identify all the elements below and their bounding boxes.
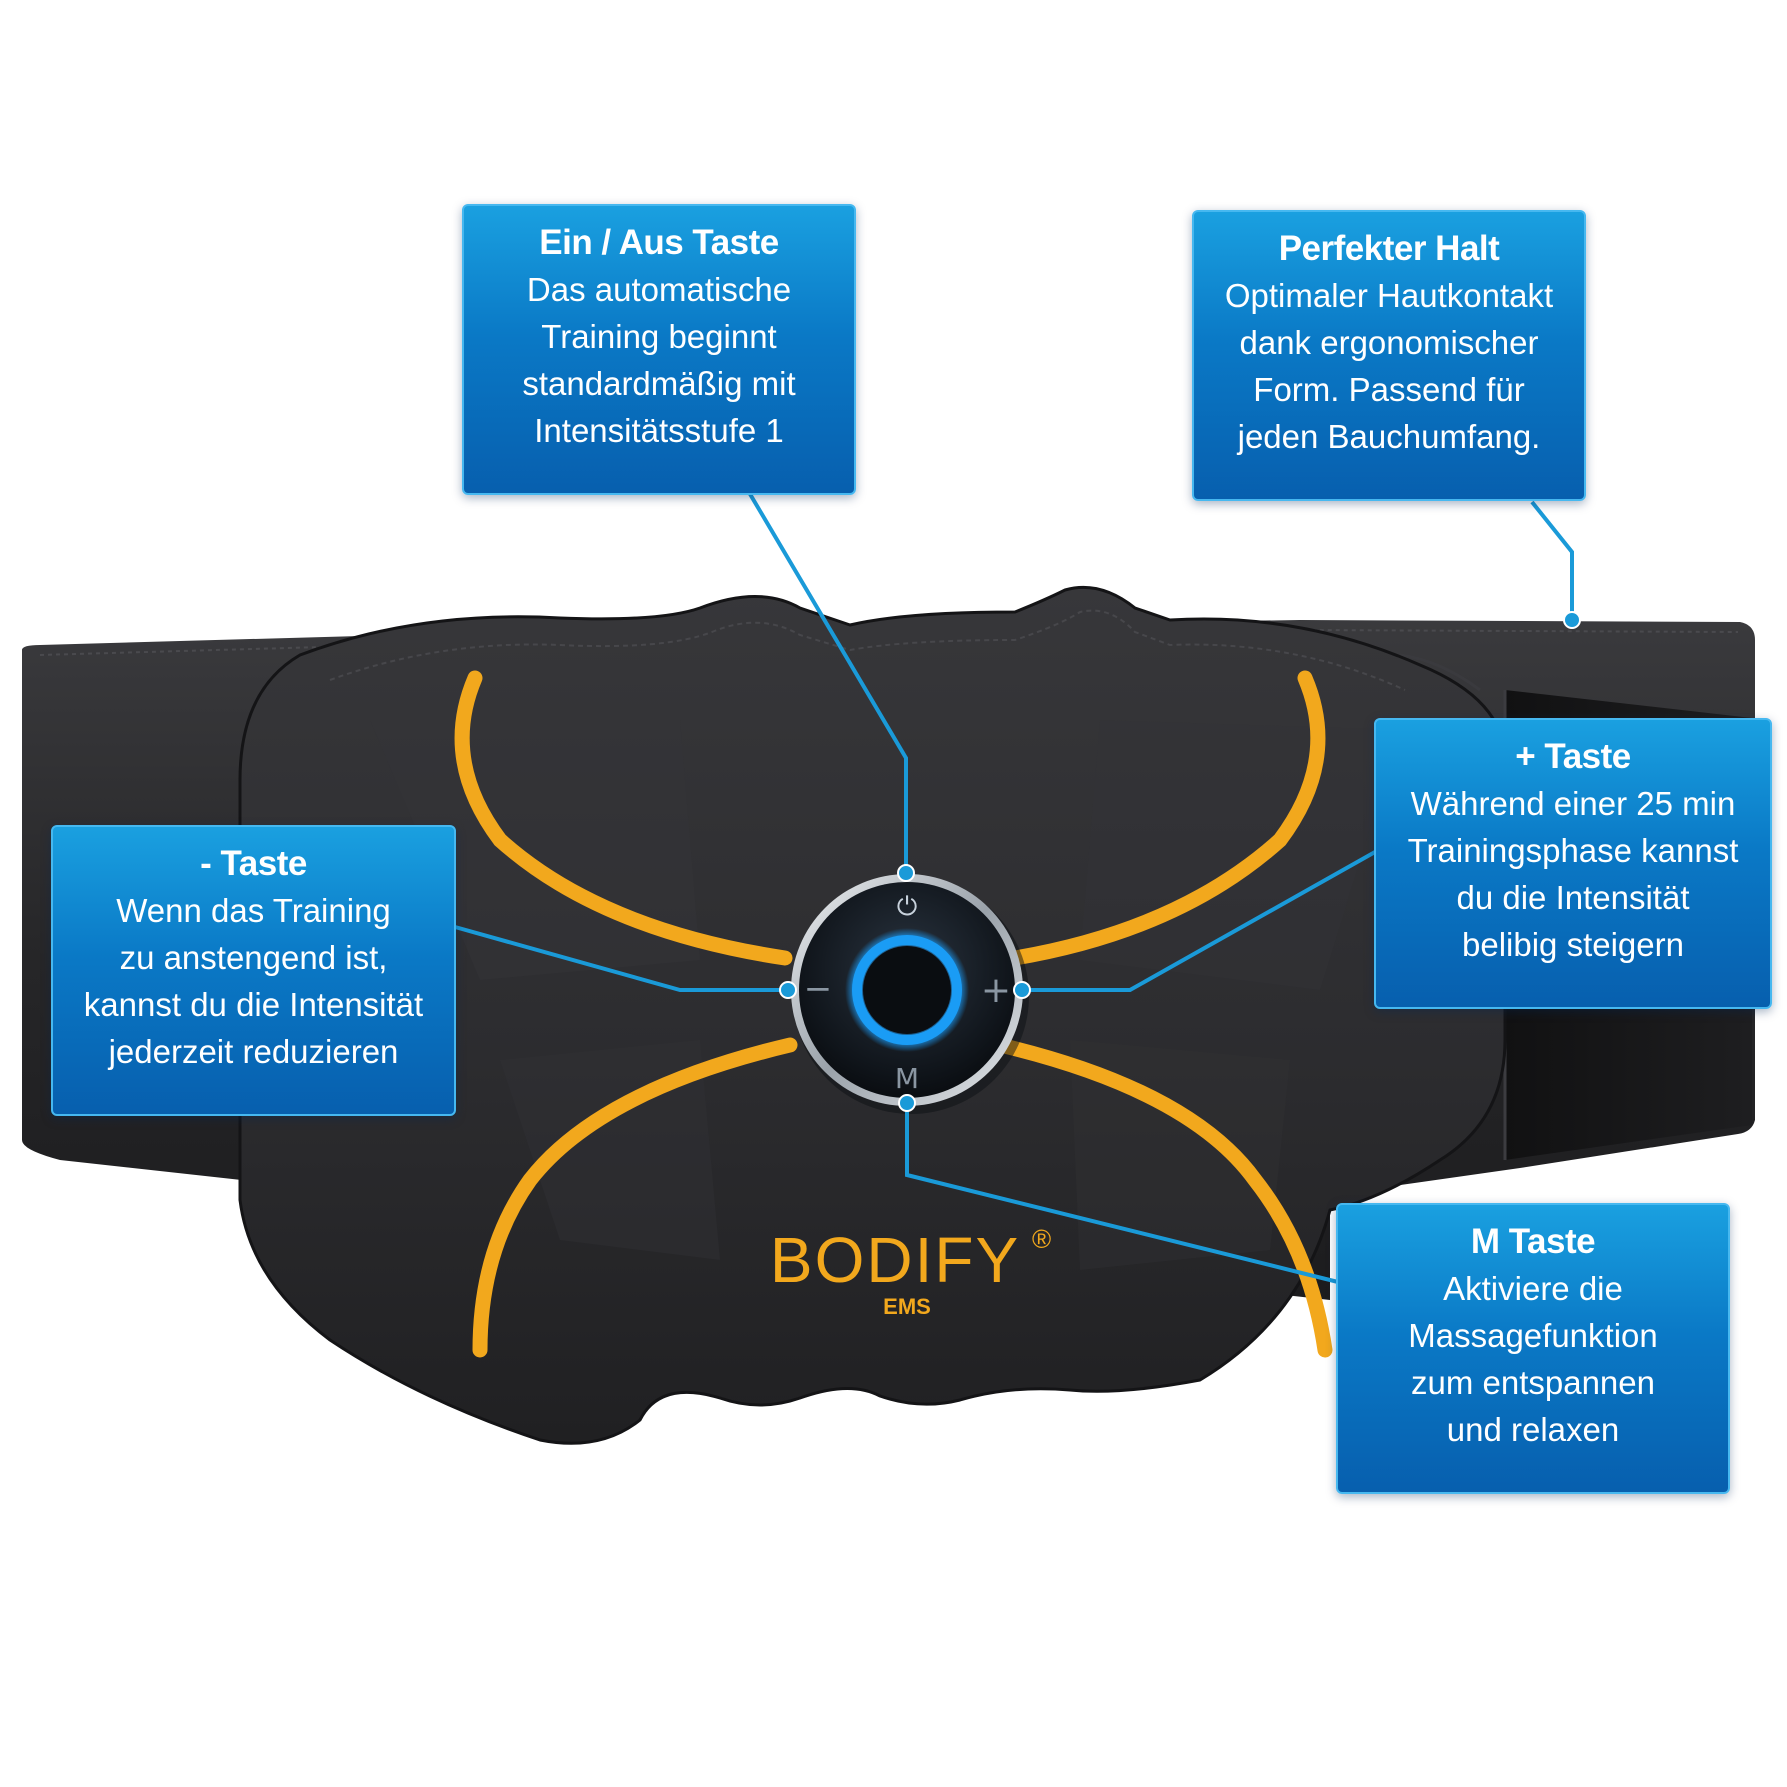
leader-plus — [1022, 850, 1376, 992]
callout-body: Optimaler Hautkontakt dank ergonomischer… — [1202, 272, 1576, 460]
callout-title: M Taste — [1470, 1222, 1596, 1261]
callout-mode-button: M Taste Aktiviere die Massagefunktion zu… — [1336, 1203, 1730, 1494]
electrode-stripes — [454, 670, 1333, 1358]
leader-mode — [905, 1103, 1339, 1284]
callout-body: Wenn das Training zu anstengend ist, kan… — [61, 887, 446, 1075]
callout-title: Perfekter Halt — [1278, 229, 1500, 268]
callout-minus-button: - Taste Wenn das Training zu anstengend … — [51, 825, 456, 1116]
callout-plus-button: + Taste Während einer 25 min Trainingsph… — [1374, 718, 1772, 1009]
plus-button[interactable]: + — [981, 970, 1011, 1011]
callout-line: und relaxen — [1446, 1411, 1620, 1448]
brand-sub: EMS — [883, 1294, 931, 1319]
leader-lines — [454, 492, 1574, 1284]
callout-line: Wenn das Training — [116, 892, 391, 929]
callout-line: dank ergonomischer — [1239, 324, 1539, 361]
callout-line: Form. Passend für — [1253, 371, 1525, 408]
callout-line: Massagefunktion — [1408, 1317, 1658, 1354]
callout-line: Optimaler Hautkontakt — [1224, 277, 1554, 314]
callout-line: kannst du die Intensität — [83, 986, 424, 1023]
leader-power — [748, 492, 908, 873]
leader-dots — [779, 611, 1581, 1112]
minus-button[interactable]: − — [804, 969, 833, 1009]
brand-registered-mark: ® — [1032, 1224, 1051, 1254]
callout-fit: Perfekter Halt Optimaler Hautkontakt dan… — [1192, 210, 1586, 501]
callout-line: zu anstengend ist, — [119, 939, 388, 976]
callout-line: standardmäßig mit — [522, 365, 796, 402]
callout-line: Das automatische — [526, 271, 792, 308]
callout-line: Intensitätsstufe 1 — [534, 412, 784, 449]
leader-halt — [1530, 500, 1574, 620]
callout-line: Während einer 25 min — [1410, 785, 1736, 822]
brand-logo: BODIFY ® EMS — [770, 1224, 1051, 1319]
callout-title: + Taste — [1515, 737, 1631, 776]
callout-body: Während einer 25 min Trainingsphase kann… — [1384, 780, 1762, 968]
callout-body: Das automatische Training beginnt standa… — [472, 266, 846, 454]
leader-minus — [454, 925, 788, 992]
mode-button[interactable]: M — [895, 1062, 919, 1095]
callout-line: jeden Bauchumfang. — [1237, 418, 1541, 455]
callout-line: zum entspannen — [1410, 1364, 1655, 1401]
callout-line: jederzeit reduzieren — [108, 1033, 399, 1070]
control-unit: ⏻ − + M — [791, 874, 1029, 1114]
callout-body: Aktiviere die Massagefunktion zum entspa… — [1346, 1265, 1720, 1453]
callout-power-button: Ein / Aus Taste Das automatische Trainin… — [462, 204, 856, 495]
power-icon[interactable]: ⏻ — [897, 892, 918, 922]
callout-line: Training beginnt — [541, 318, 777, 355]
callout-title: Ein / Aus Taste — [539, 223, 779, 262]
callout-line: Trainingsphase kannst — [1407, 832, 1739, 869]
callout-line: belibig steigern — [1462, 926, 1684, 963]
callout-line: Aktiviere die — [1443, 1270, 1623, 1307]
callout-title: - Taste — [200, 844, 307, 883]
brand-name: BODIFY — [770, 1224, 1020, 1296]
callout-line: du die Intensität — [1456, 879, 1690, 916]
